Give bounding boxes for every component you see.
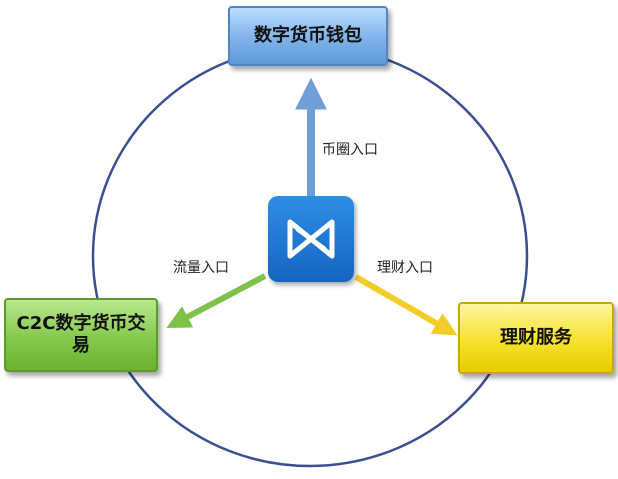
bowtie-logo-icon: [268, 196, 354, 282]
wallet-node: 数字货币钱包: [228, 6, 388, 66]
arrow-to-finance: [354, 274, 458, 336]
arrow-to-c2c: [166, 273, 267, 329]
coin-entry-label: 币圈入口: [322, 142, 378, 158]
finance-service-node: 理财服务: [458, 302, 614, 374]
wallet-node-label: 数字货币钱包: [254, 24, 362, 46]
finance-entry-label: 理财入口: [377, 260, 433, 276]
traffic-entry-label: 流量入口: [173, 260, 229, 276]
c2c-trading-node: C2C数字货币交易: [4, 298, 158, 372]
c2c-node-label: C2C数字货币交易: [16, 312, 146, 357]
finance-node-label: 理财服务: [500, 326, 572, 348]
